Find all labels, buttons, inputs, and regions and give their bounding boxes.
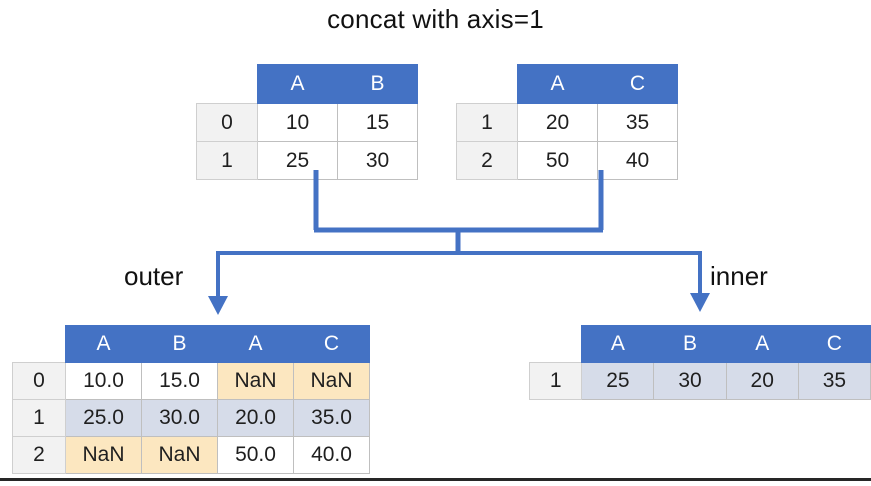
- row-index: 1: [196, 141, 258, 180]
- table-header-row: A B A C: [13, 325, 370, 363]
- column-header-b: B: [141, 325, 218, 363]
- cell-nan: NaN: [65, 436, 142, 474]
- cell-matched: 25: [581, 362, 655, 400]
- cell: 15.0: [141, 362, 218, 400]
- cell: 15: [337, 103, 418, 142]
- column-header-c: C: [293, 325, 370, 363]
- index-corner-cell: [530, 326, 582, 363]
- result-table-inner: A B A C 1 25 30 20 35: [528, 325, 871, 400]
- row-index: 1: [528, 362, 583, 400]
- table-header-row: A B A C: [530, 325, 871, 363]
- table-row: 0 10 15: [196, 103, 418, 142]
- cell-nan: NaN: [141, 436, 218, 474]
- column-header-a1: A: [581, 325, 655, 363]
- cell: 50: [517, 141, 598, 180]
- cell: 40: [597, 141, 678, 180]
- index-corner-cell: [13, 326, 66, 363]
- table-row: 1 25 30: [196, 141, 418, 180]
- cell: 35: [597, 103, 678, 142]
- branch-label-outer: outer: [124, 261, 184, 291]
- column-header-c: C: [597, 64, 678, 104]
- column-header-a: A: [517, 64, 598, 104]
- column-header-a1: A: [65, 325, 142, 363]
- cell: 20: [517, 103, 598, 142]
- column-header-a2: A: [217, 325, 294, 363]
- row-index: 1: [456, 103, 518, 142]
- table-header-row: A C: [457, 64, 678, 104]
- source-table-right: A C 1 20 35 2 50 40: [456, 64, 678, 180]
- cell-matched: 30: [653, 362, 727, 400]
- cell-nan: NaN: [217, 362, 294, 400]
- table-row: 1 20 35: [456, 103, 678, 142]
- result-table-outer: A B A C 0 10.0 15.0 NaN NaN 1 25.0 30.0 …: [12, 325, 370, 474]
- row-index: 1: [12, 399, 66, 437]
- table-row: 2 NaN NaN 50.0 40.0: [12, 436, 370, 474]
- cell: 10.0: [65, 362, 142, 400]
- cell-nan: NaN: [293, 362, 370, 400]
- table-header-row: A B: [197, 64, 418, 104]
- arrowhead-outer-icon: [208, 296, 228, 315]
- column-header-a2: A: [725, 325, 799, 363]
- table-row: 1 25.0 30.0 20.0 35.0: [12, 399, 370, 437]
- row-index: 0: [12, 362, 66, 400]
- cell-matched: 20: [725, 362, 799, 400]
- cell-matched: 20.0: [217, 399, 294, 437]
- cell: 10: [257, 103, 338, 142]
- column-header-a: A: [257, 64, 338, 104]
- cell-matched: 25.0: [65, 399, 142, 437]
- row-index: 2: [456, 141, 518, 180]
- cell: 50.0: [217, 436, 294, 474]
- branch-label-inner: inner: [710, 261, 768, 291]
- index-corner-cell: [197, 65, 258, 104]
- cell: 25: [257, 141, 338, 180]
- cell-matched: 30.0: [141, 399, 218, 437]
- row-index: 2: [12, 436, 66, 474]
- column-header-b: B: [337, 64, 418, 104]
- cell-matched: 35.0: [293, 399, 370, 437]
- arrowhead-inner-icon: [690, 293, 710, 312]
- cell: 30: [337, 141, 418, 180]
- index-corner-cell: [457, 65, 518, 104]
- cell: 40.0: [293, 436, 370, 474]
- table-row: 0 10.0 15.0 NaN NaN: [12, 362, 370, 400]
- table-row: 2 50 40: [456, 141, 678, 180]
- bottom-divider: [0, 478, 871, 481]
- column-header-c: C: [797, 325, 871, 363]
- page-title: concat with axis=1: [327, 4, 544, 34]
- cell-matched: 35: [797, 362, 871, 400]
- source-table-left: A B 0 10 15 1 25 30: [196, 64, 418, 180]
- column-header-b: B: [653, 325, 727, 363]
- row-index: 0: [196, 103, 258, 142]
- table-row: 1 25 30 20 35: [528, 362, 871, 400]
